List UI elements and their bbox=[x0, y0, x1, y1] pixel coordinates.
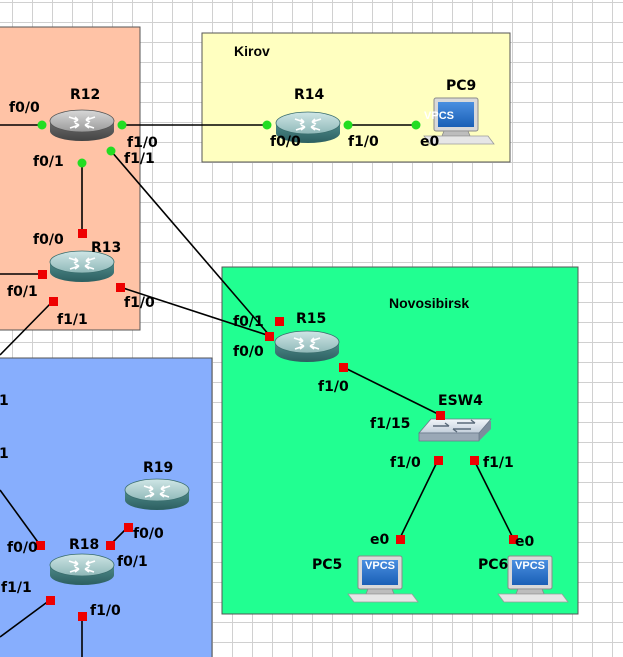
if-r13-f10: f1/0 bbox=[124, 295, 155, 311]
pc5-screen-label: VPCS bbox=[365, 560, 395, 572]
if-r18-f10: f1/0 bbox=[90, 603, 121, 619]
link-esw4-pc5[interactable] bbox=[399, 459, 439, 539]
router-r19[interactable] bbox=[125, 479, 189, 510]
status-markers-up bbox=[37, 120, 421, 168]
pc9-screen-label: VPCS bbox=[424, 110, 454, 122]
status-down-r18-f01 bbox=[106, 541, 115, 550]
status-up-r14-f00 bbox=[262, 120, 272, 130]
label-r12: R12 bbox=[70, 87, 100, 103]
if-esw4-f11: f1/1 bbox=[483, 455, 514, 471]
switch-esw4[interactable] bbox=[418, 418, 492, 442]
if-r14-f10: f1/0 bbox=[348, 134, 379, 150]
status-up-r12-f01 bbox=[77, 158, 87, 168]
status-down-r13-f01 bbox=[38, 270, 47, 279]
label-r18: R18 bbox=[69, 537, 99, 553]
router-r12[interactable] bbox=[50, 110, 114, 141]
if-r19-f00: f0/0 bbox=[133, 526, 164, 542]
status-down-r13-f00 bbox=[78, 229, 87, 238]
if-r13-f00: f0/0 bbox=[33, 232, 64, 248]
label-r13: R13 bbox=[91, 240, 121, 256]
link-r12-r15[interactable] bbox=[110, 150, 271, 337]
if-pc6-e0: e0 bbox=[515, 534, 534, 550]
status-down-r13-f10 bbox=[116, 283, 125, 292]
if-edge-label-1: 1 bbox=[0, 393, 9, 409]
if-r13-f01: f0/1 bbox=[7, 284, 38, 300]
if-r15-f01: f0/1 bbox=[233, 314, 264, 330]
status-down-esw4-f11 bbox=[470, 456, 479, 465]
if-r15-f00: f0/0 bbox=[233, 344, 264, 360]
status-down-r15-f10 bbox=[339, 363, 348, 372]
label-r19: R19 bbox=[143, 460, 173, 476]
if-pc9-e0: e0 bbox=[420, 134, 439, 150]
link-edge-r13-f11[interactable] bbox=[0, 300, 54, 356]
if-r12-f10: f1/0 bbox=[127, 135, 158, 151]
if-r15-f10: f1/0 bbox=[318, 379, 349, 395]
if-esw4-f115: f1/15 bbox=[370, 416, 410, 432]
status-down-pc6-e0 bbox=[509, 535, 518, 544]
links bbox=[0, 124, 514, 657]
label-r15: R15 bbox=[296, 311, 326, 327]
link-edge-r18-f11[interactable] bbox=[0, 599, 51, 638]
link-r13-r15[interactable] bbox=[119, 286, 271, 337]
if-r14-f00: f0/0 bbox=[270, 134, 301, 150]
status-markers-down bbox=[36, 229, 518, 621]
area-title-kirov: Kirov bbox=[234, 43, 270, 59]
label-r14: R14 bbox=[294, 87, 325, 103]
if-r12-f00: f0/0 bbox=[9, 100, 40, 116]
if-r12-f11: f1/1 bbox=[124, 151, 155, 167]
status-down-pc5-e0 bbox=[396, 535, 405, 544]
status-down-r18-f11 bbox=[46, 596, 55, 605]
if-r18-f11: f1/1 bbox=[1, 580, 32, 596]
status-up-r12-f00 bbox=[37, 120, 47, 130]
if-edge-label-2: 1 bbox=[0, 446, 9, 462]
status-up-r14-f10 bbox=[343, 120, 353, 130]
status-down-r13-f11 bbox=[49, 297, 58, 306]
label-pc9: PC9 bbox=[446, 78, 476, 94]
if-r13-f11: f1/1 bbox=[57, 312, 88, 328]
status-up-pc9-e0 bbox=[411, 120, 421, 130]
status-up-r12-f11 bbox=[106, 146, 116, 156]
label-esw4: ESW4 bbox=[438, 393, 483, 409]
router-r15[interactable] bbox=[275, 331, 339, 362]
if-pc5-e0: e0 bbox=[370, 532, 389, 548]
pc6-screen-label: VPCS bbox=[515, 560, 545, 572]
status-down-esw4-f115 bbox=[436, 411, 445, 420]
label-pc6: PC6 bbox=[478, 557, 508, 573]
router-r18[interactable] bbox=[50, 554, 114, 585]
label-pc5: PC5 bbox=[312, 557, 342, 573]
area-title-novosibirsk: Novosibirsk bbox=[389, 295, 469, 311]
status-down-r15-f00 bbox=[265, 332, 274, 341]
status-down-r18-f10 bbox=[78, 612, 87, 621]
status-up-r12-f10 bbox=[117, 120, 127, 130]
status-down-r18-f00 bbox=[36, 541, 45, 550]
link-r15-esw4[interactable] bbox=[342, 366, 441, 416]
link-edge-r18-f00[interactable] bbox=[0, 489, 41, 546]
status-down-r15-f01 bbox=[275, 317, 284, 326]
status-down-esw4-f10 bbox=[434, 456, 443, 465]
status-down-r19-f00 bbox=[124, 523, 133, 532]
if-r12-f01: f0/1 bbox=[33, 154, 64, 170]
if-esw4-f10: f1/0 bbox=[390, 455, 421, 471]
if-r18-f00: f0/0 bbox=[7, 540, 38, 556]
link-esw4-pc6[interactable] bbox=[473, 459, 514, 539]
if-r18-f01: f0/1 bbox=[117, 554, 148, 570]
